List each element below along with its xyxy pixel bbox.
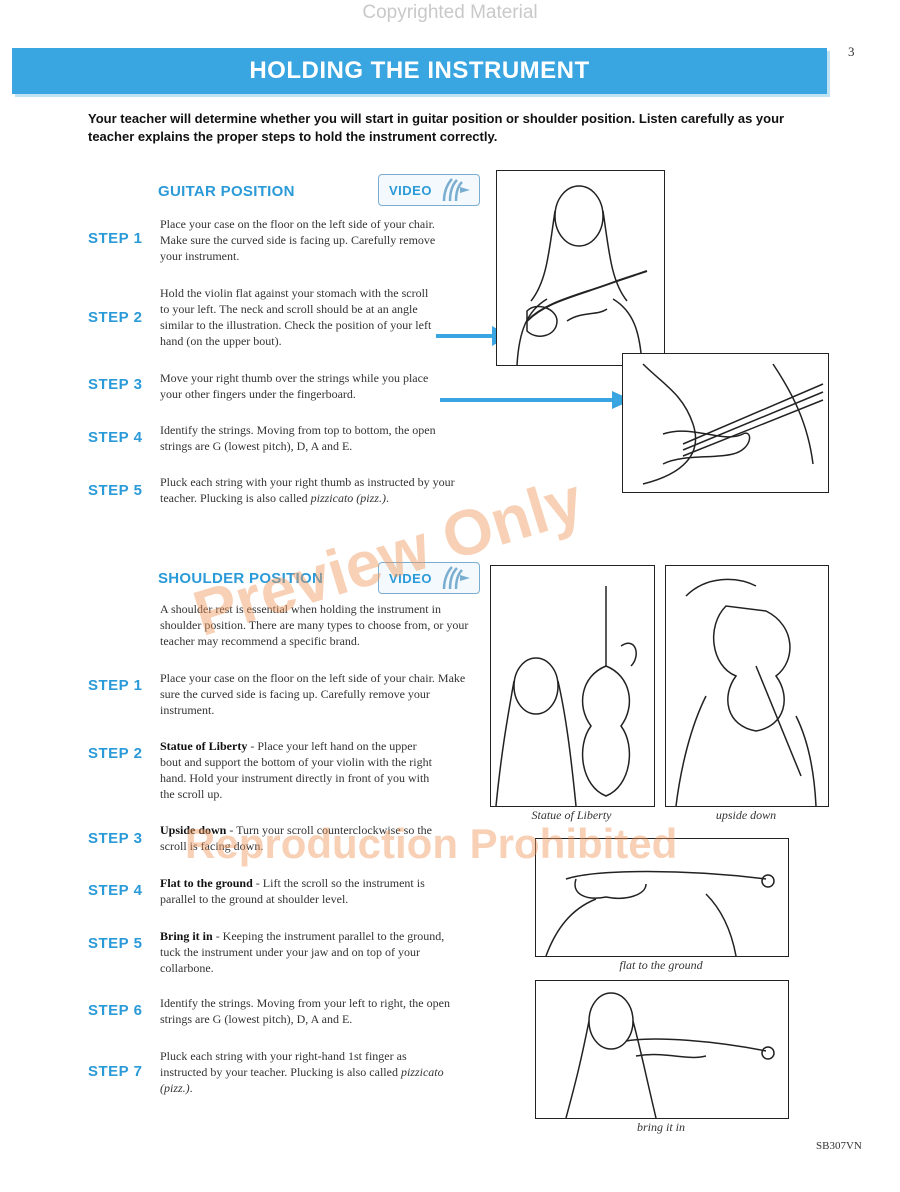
guitar-step-4-text: Identify the strings. Moving from top to… [160,423,436,453]
upside-term: Upside down [160,823,227,837]
video-icon [442,178,470,202]
shoulder-step-4-body: - Lift the scroll so the instrument is p… [160,876,425,906]
pizzicato-term: pizzicato (pizz.) [310,491,386,505]
guitar-step-2-text: Hold the violin flat against your stomac… [160,286,432,348]
guitar-step-5-pre: Pluck each string with your right thumb … [160,475,455,505]
shoulder-step-7-pre: Pluck each string with your right-hand 1… [160,1049,407,1079]
shoulder-step-5-body: - Keeping the instrument parallel to the… [160,929,445,975]
guitar-video-button[interactable]: VIDEO [378,174,480,206]
shoulder-step-2-body: - Place your left hand on the upper bout… [160,739,432,801]
shoulder-intro-text: A shoulder rest is essential when holdin… [160,602,469,648]
bring-it-in-illustration [535,980,789,1119]
video-icon [442,566,470,590]
flat-to-ground-illustration [535,838,789,957]
flat-caption: flat to the ground [619,958,703,972]
video-label: VIDEO [389,182,432,198]
video-label: VIDEO [389,570,432,586]
reproduction-watermark: Reproduction Prohibited [185,820,678,867]
statue-term: Statue of Liberty [160,739,248,753]
footer-code: SB307VN [816,1140,862,1152]
guitar-step-5-post: . [385,491,389,505]
shoulder-step-2-text: Statue of Liberty - Place your left hand… [160,738,440,802]
pizzicato-term: pizzicato (pizz.) [160,1065,444,1095]
guitar-position-illustration [496,170,665,366]
shoulder-position-title: SHOULDER POSITION [158,570,324,587]
copyright-watermark: Copyrighted Material [362,2,538,23]
guitar-step-5-text: Pluck each string with your right thumb … [160,474,455,506]
guitar-step-1-label: STEP 1 [88,230,143,247]
guitar-position-title: GUITAR POSITION [158,183,295,200]
guitar-thumb-closeup-illustration [622,353,829,493]
shoulder-step-1-label: STEP 1 [88,677,143,694]
shoulder-step-4-text: Flat to the ground - Lift the scroll so … [160,875,460,907]
shoulder-step-3-label: STEP 3 [88,830,143,847]
shoulder-step-6-text: Identify the strings. Moving from your l… [160,996,450,1026]
guitar-step-2-label: STEP 2 [88,309,143,326]
guitar-step-3-text: Move your right thumb over the strings w… [160,371,429,401]
shoulder-step-5-text: Bring it in - Keeping the instrument par… [160,928,450,976]
title-banner: HOLDING THE INSTRUMENT [12,48,827,94]
flat-term: Flat to the ground [160,876,253,890]
shoulder-video-button[interactable]: VIDEO [378,562,480,594]
upside-caption: upside down [715,808,777,822]
guitar-step-5-label: STEP 5 [88,482,143,499]
shoulder-step-7-post: . [189,1081,193,1095]
shoulder-step-3-body: - Turn your scroll counterclockwise so t… [160,823,432,853]
shoulder-step-4-label: STEP 4 [88,882,143,899]
shoulder-step-5-label: STEP 5 [88,935,143,952]
shoulder-step-2-label: STEP 2 [88,745,143,762]
guitar-step-4-label: STEP 4 [88,429,143,446]
bring-term: Bring it in [160,929,213,943]
intro-text: Your teacher will determine whether you … [88,111,785,144]
shoulder-step-7-text: Pluck each string with your right-hand 1… [160,1048,450,1096]
statue-of-liberty-illustration [490,565,655,807]
arrow-right-icon [440,391,632,409]
shoulder-step-6-label: STEP 6 [88,1002,143,1019]
upside-down-illustration [665,565,829,807]
guitar-step-3-label: STEP 3 [88,376,143,393]
shoulder-step-7-label: STEP 7 [88,1063,143,1080]
guitar-step-1-text: Place your case on the floor on the left… [160,217,436,263]
bring-caption: bring it in [636,1120,685,1134]
statue-caption: Statue of Liberty [531,808,612,822]
shoulder-step-1-text: Place your case on the floor on the left… [160,671,466,717]
shoulder-step-3-text: Upside down - Turn your scroll countercl… [160,822,460,854]
page-title: HOLDING THE INSTRUMENT [249,57,590,84]
page-number: 3 [848,44,855,59]
